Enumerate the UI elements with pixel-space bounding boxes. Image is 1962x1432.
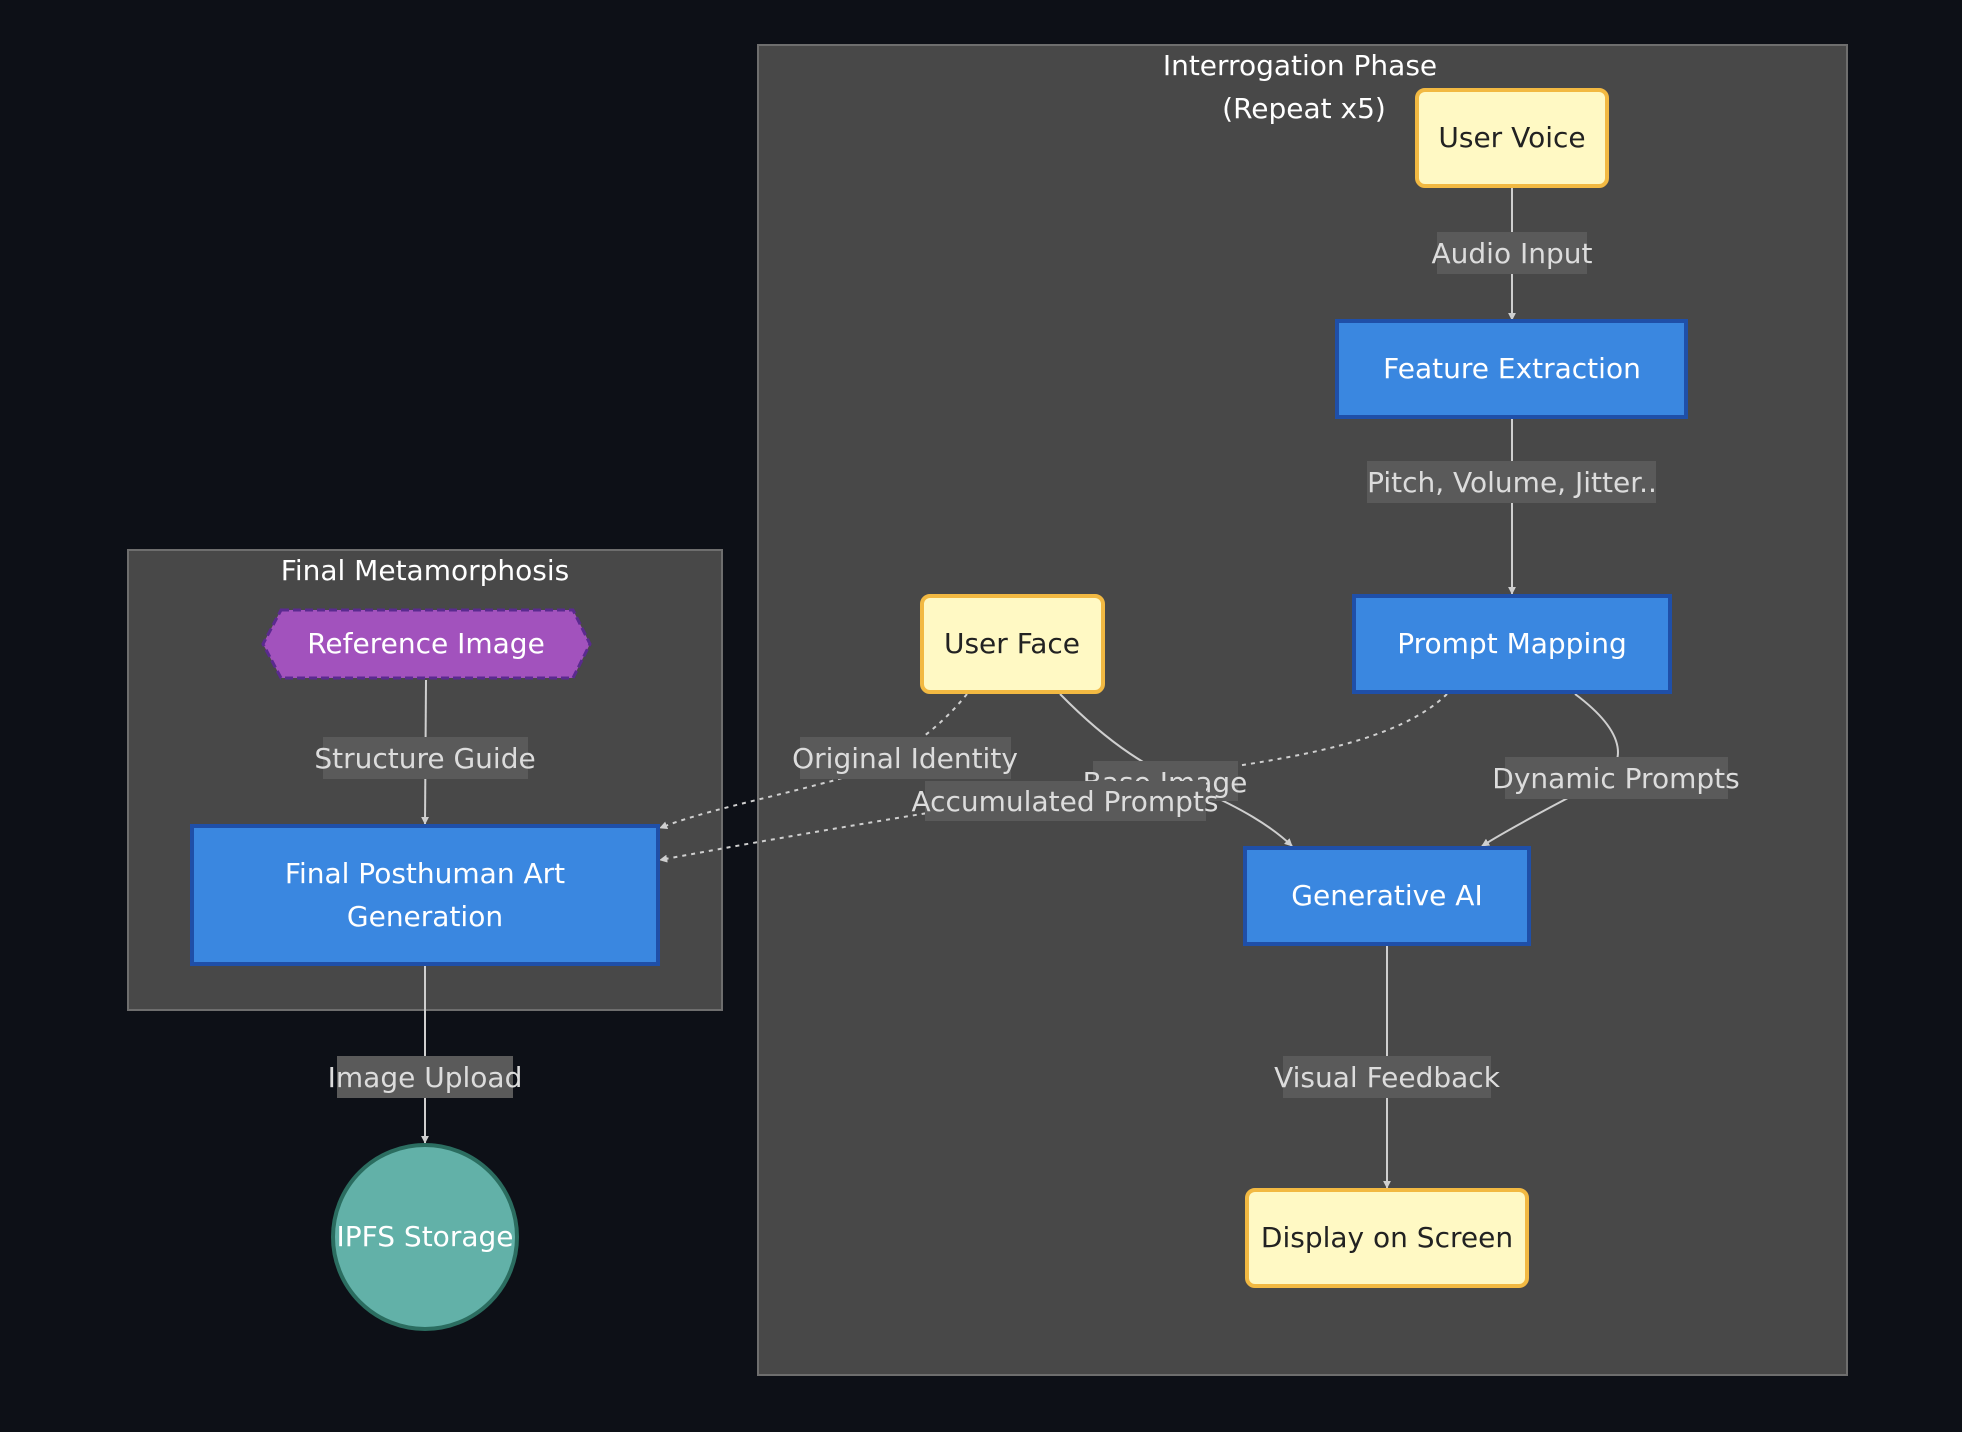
node-final-art-generation[interactable]: Final Posthuman Art Generation [190, 824, 660, 966]
node-label-generative-ai: Generative AI [1291, 879, 1482, 912]
node-reference-image[interactable]: Reference Image [261, 608, 592, 680]
node-display-on-screen[interactable]: Display on Screen [1245, 1188, 1529, 1288]
node-label-user-face: User Face [944, 627, 1080, 660]
node-generative-ai[interactable]: Generative AI [1243, 846, 1531, 946]
node-label-display-on-screen: Display on Screen [1261, 1221, 1513, 1254]
node-user-voice[interactable]: User Voice [1415, 88, 1609, 188]
cluster-interrogation-phase: Interrogation Phase (Repeat x5) [757, 44, 1848, 1376]
edge-label-dynamic-prompts: Dynamic Prompts [1492, 762, 1739, 795]
edge-label-structure-guide: Structure Guide [314, 742, 535, 775]
cluster-title-interrogation: Interrogation Phase [1163, 49, 1437, 82]
edge-label-accumulated-prompts: Accumulated Prompts [911, 785, 1218, 818]
node-label-final-art-line1: Final Posthuman Art [285, 857, 565, 890]
edge-label-visual-feedback: Visual Feedback [1274, 1061, 1501, 1094]
cluster-subtitle-interrogation: (Repeat x5) [1222, 92, 1386, 125]
node-feature-extraction[interactable]: Feature Extraction [1335, 319, 1688, 419]
edge-accumulated-prompts [659, 693, 1448, 863]
cluster-title-final: Final Metamorphosis [281, 554, 569, 587]
node-label-prompt-mapping: Prompt Mapping [1397, 627, 1627, 660]
edge-labels: Audio Input Pitch, Volume, Jitter.. Dyna… [314, 232, 1740, 1098]
edge-label-original-identity: Original Identity [792, 742, 1018, 775]
node-label-ipfs-storage: IPFS Storage [337, 1220, 514, 1253]
node-label-final-art-line2: Generation [347, 900, 503, 933]
node-label-user-voice: User Voice [1438, 121, 1585, 154]
edge-label-image-upload: Image Upload [328, 1061, 523, 1094]
node-user-face[interactable]: User Face [920, 594, 1105, 694]
node-label-reference-image: Reference Image [307, 627, 545, 660]
edge-label-pitch-volume: Pitch, Volume, Jitter.. [1367, 466, 1657, 499]
node-ipfs-storage[interactable]: IPFS Storage [331, 1143, 519, 1331]
edge-label-audio-input: Audio Input [1432, 237, 1593, 270]
node-prompt-mapping[interactable]: Prompt Mapping [1352, 594, 1672, 694]
node-label-feature-extraction: Feature Extraction [1383, 352, 1641, 385]
